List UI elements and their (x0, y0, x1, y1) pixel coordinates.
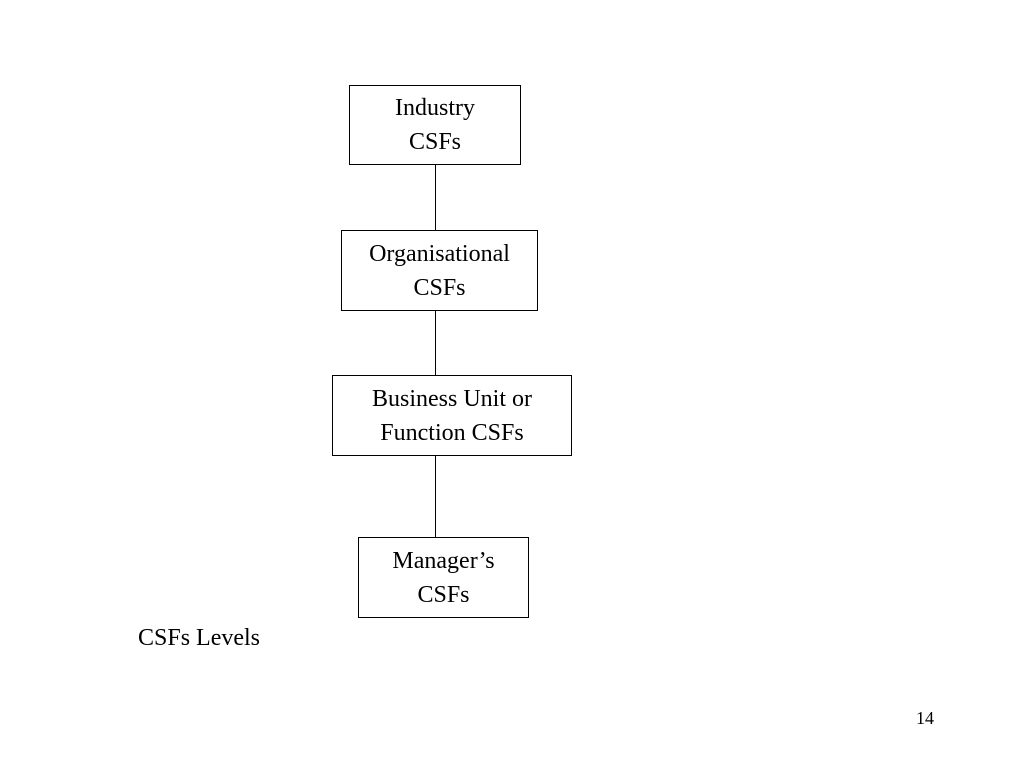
business-unit-csfs-line1: Business Unit or (371, 385, 532, 412)
organisational-csfs-line1: Organisational (369, 240, 510, 267)
business-unit-csfs-box: Business Unit or Function CSFs (332, 375, 572, 456)
manager-csfs-line1: Manager’s (392, 547, 495, 574)
business-unit-csfs-line2: Function CSFs (380, 419, 524, 446)
industry-csfs-line2: CSFs (408, 129, 462, 155)
organisational-csfs-line2: CSFs (413, 274, 466, 301)
page-number: 14 (916, 708, 934, 728)
diagram-caption: CSFs Levels (138, 625, 261, 651)
connector-industry-organisational (435, 164, 436, 231)
manager-csfs-box: Manager’s CSFs (358, 537, 529, 618)
industry-csfs-box: Industry CSFs (349, 85, 521, 165)
connector-organisational-business-unit (435, 310, 436, 376)
industry-csfs-line1: Industry (395, 95, 475, 121)
manager-csfs-line2: CSFs (417, 581, 470, 608)
organisational-csfs-box: Organisational CSFs (341, 230, 538, 311)
connector-business-unit-manager (435, 455, 436, 538)
